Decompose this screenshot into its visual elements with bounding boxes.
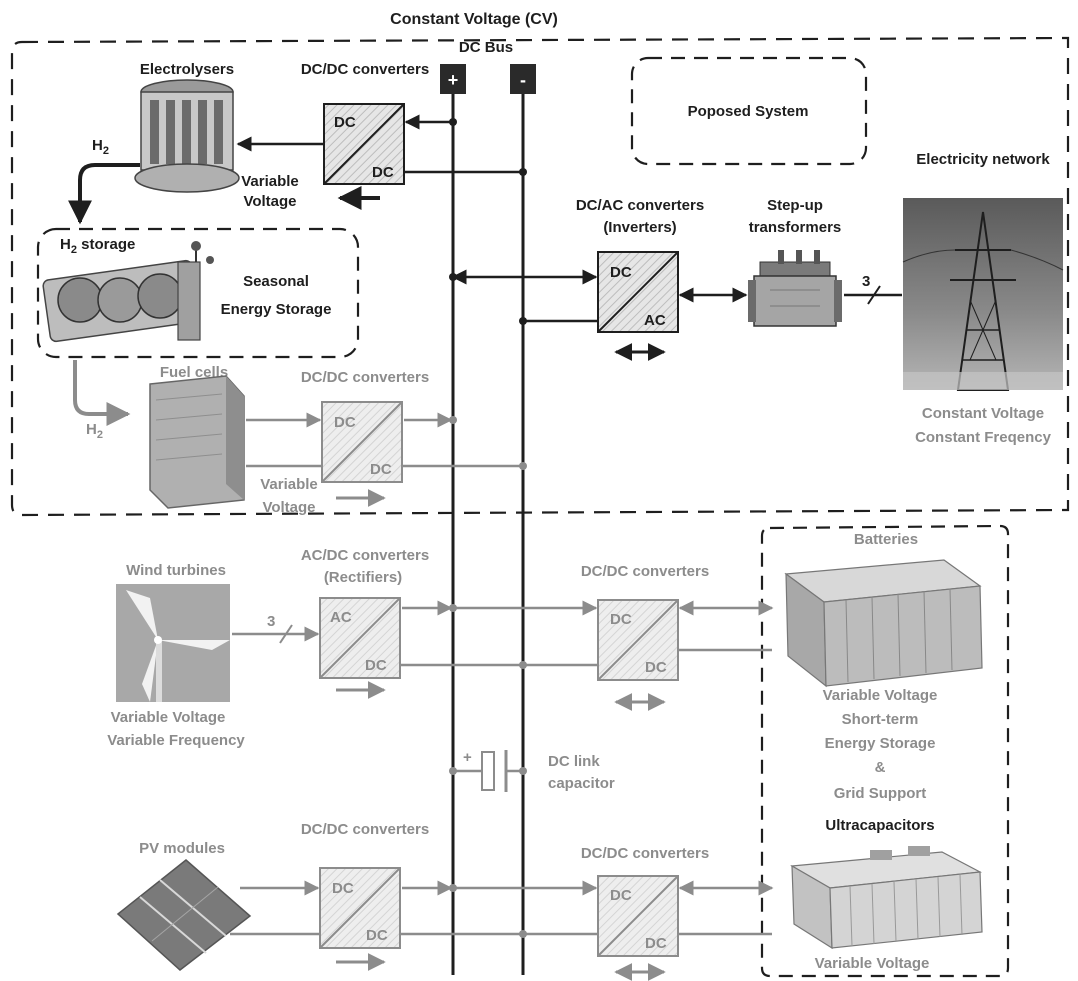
rectifier-top: AC xyxy=(330,609,352,626)
node xyxy=(519,317,527,325)
energy-storage-label: Energy Storage xyxy=(221,301,332,318)
rectifier-bottom: DC xyxy=(365,657,387,674)
transformer-phase-label: 3 xyxy=(862,273,870,290)
h2-flow-to-storage xyxy=(80,165,140,222)
ultracap-variable-voltage: Variable Voltage xyxy=(815,955,930,972)
pv-converter-bottom: DC xyxy=(366,927,388,944)
grid-label: Electricity network xyxy=(916,151,1050,168)
battery-converter-title: DC/DC converters xyxy=(581,563,709,580)
inverter-title: DC/AC converters xyxy=(576,197,704,214)
grid-image xyxy=(903,198,1063,390)
node xyxy=(519,168,527,176)
battery-variable-voltage: Variable Voltage xyxy=(823,687,938,704)
battery-image xyxy=(786,560,982,686)
inverter-top: DC xyxy=(610,264,632,281)
electrolyser-converter-bottom: DC xyxy=(372,164,394,181)
ultracap-image xyxy=(792,846,982,948)
proposed-system-label: Poposed System xyxy=(688,103,809,120)
bus-minus-sign: - xyxy=(520,70,526,90)
fuelcell-voltage-label: Voltage xyxy=(262,499,315,516)
capacitor-label-1: DC link xyxy=(548,753,600,770)
batteries-label: Batteries xyxy=(854,531,918,548)
fuelcell-variable-label: Variable xyxy=(260,476,318,493)
node xyxy=(519,462,527,470)
fuelcell-h2-label: H2 xyxy=(86,421,103,441)
battery-grid-support: Grid Support xyxy=(834,785,927,802)
node xyxy=(449,767,457,775)
pv-converter-title: DC/DC converters xyxy=(301,821,429,838)
pv-module-image xyxy=(118,860,250,970)
inverter-subtitle: (Inverters) xyxy=(603,219,676,236)
h2-storage-image xyxy=(42,241,214,342)
ultracap-converter-bottom: DC xyxy=(645,935,667,952)
rectifier-title: AC/DC converters xyxy=(301,547,429,564)
fuelcell-converter-title: DC/DC converters xyxy=(301,369,429,386)
electrolyser-converter-top: DC xyxy=(334,114,356,131)
electrolyser-converter-title: DC/DC converters xyxy=(301,61,429,78)
battery-short-term: Short-term xyxy=(842,711,919,728)
transformer-title: Step-up xyxy=(767,197,823,214)
node xyxy=(449,273,457,281)
cv-title: Constant Voltage (CV) xyxy=(390,11,558,28)
electrolyser-voltage-label: Voltage xyxy=(243,193,296,210)
wind-variable-voltage: Variable Voltage xyxy=(111,709,226,726)
wind-turbine-image xyxy=(116,584,230,702)
electrolyser-variable-label: Variable xyxy=(241,173,299,190)
wind-phase-label: 3 xyxy=(267,613,275,630)
inverter-bottom: AC xyxy=(644,312,666,329)
node xyxy=(449,118,457,126)
battery-converter-top: DC xyxy=(610,611,632,628)
h2-storage-label: H2 storage xyxy=(60,236,135,256)
wind-label: Wind turbines xyxy=(126,562,226,579)
battery-ampersand: & xyxy=(875,759,886,776)
ultracap-converter-top: DC xyxy=(610,887,632,904)
pv-converter-top: DC xyxy=(332,880,354,897)
ultracap-label: Ultracapacitors xyxy=(825,817,934,834)
battery-converter-bottom: DC xyxy=(645,659,667,676)
transformer-subtitle: transformers xyxy=(749,219,842,236)
h2-flow-to-fuelcell xyxy=(75,360,128,414)
electrolysers-label: Electrolysers xyxy=(140,61,234,78)
capacitor-label-2: capacitor xyxy=(548,775,615,792)
wind-variable-frequency: Variable Frequency xyxy=(107,732,245,749)
fuelcell-converter-bottom: DC xyxy=(370,461,392,478)
transformer-image xyxy=(748,250,842,326)
seasonal-label: Seasonal xyxy=(243,273,309,290)
bus-plus-sign: + xyxy=(448,70,459,90)
battery-energy-storage: Energy Storage xyxy=(825,735,936,752)
fuelcell-image xyxy=(150,376,244,508)
node xyxy=(449,416,457,424)
rectifier-subtitle: (Rectifiers) xyxy=(324,569,402,586)
dc-bus-label: DC Bus xyxy=(459,39,513,56)
electrolyser-h2-label: H2 xyxy=(92,137,109,157)
node xyxy=(519,767,527,775)
grid-constant-voltage: Constant Voltage xyxy=(922,405,1044,422)
pv-label: PV modules xyxy=(139,840,225,857)
grid-constant-frequency: Constant Freqency xyxy=(915,429,1052,446)
capacitor-plus: + xyxy=(463,749,472,766)
ultracap-converter-title: DC/DC converters xyxy=(581,845,709,862)
fuelcell-converter-top: DC xyxy=(334,414,356,431)
electrolyser-image xyxy=(135,80,239,192)
